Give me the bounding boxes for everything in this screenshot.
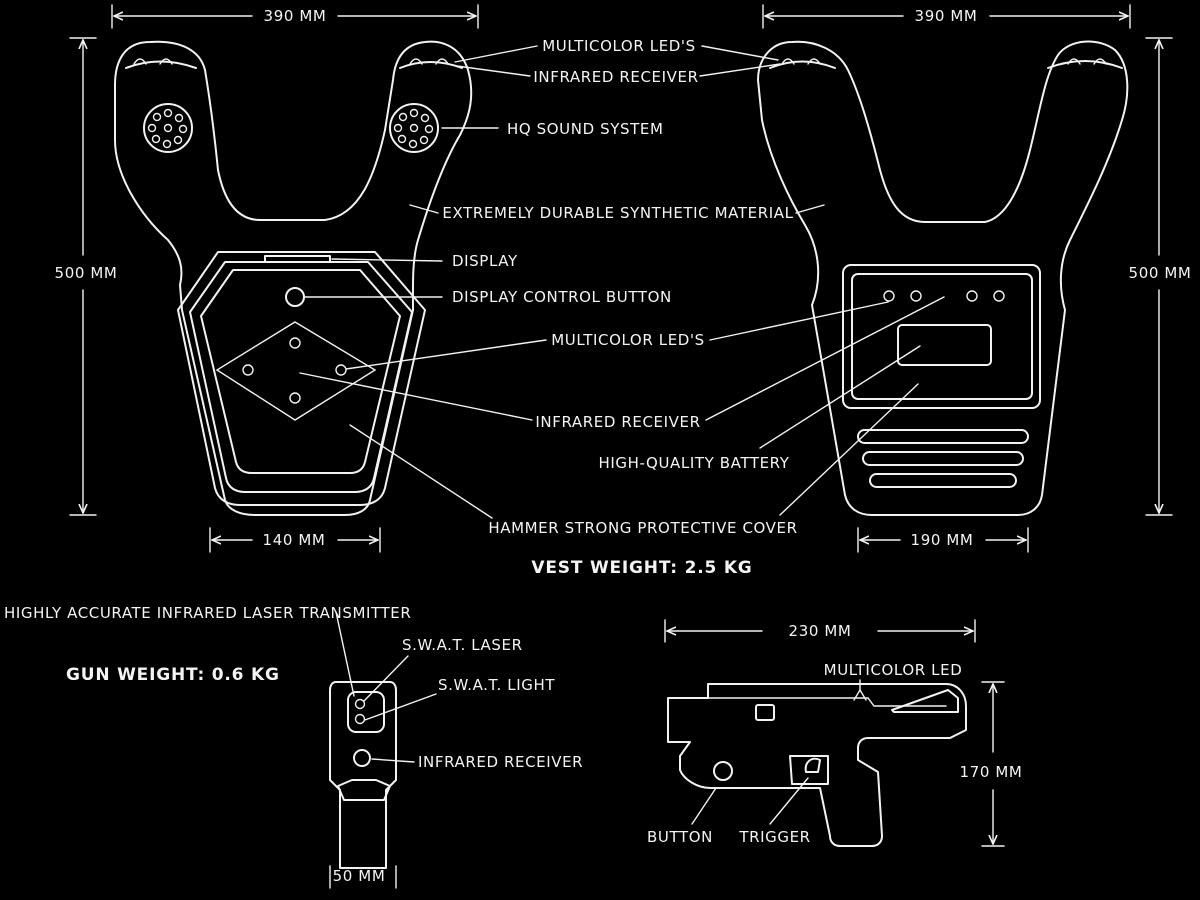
gun-length-label: 230 MM bbox=[789, 622, 852, 640]
front-cover-outer bbox=[177, 251, 426, 506]
gun-front-swat-laser bbox=[354, 698, 366, 710]
back-vent-3 bbox=[869, 473, 1017, 488]
vest-labels: MULTICOLOR LED'S INFRARED RECEIVER HQ SO… bbox=[442, 37, 797, 578]
front-right-top-leds bbox=[409, 58, 449, 65]
gun-front-view: 50 MM bbox=[329, 611, 437, 889]
gun-labels: HIGHLY ACCURATE INFRARED LASER TRANSMITT… bbox=[4, 604, 962, 846]
back-panel-width-label: 190 MM bbox=[911, 531, 974, 549]
front-cover-inner bbox=[200, 269, 401, 474]
back-left-strap-tip bbox=[769, 60, 836, 69]
front-diamond-led-right bbox=[335, 364, 347, 376]
front-display-control-button bbox=[285, 287, 305, 307]
front-diamond-led-bottom bbox=[289, 392, 301, 404]
label-swat-laser: S.W.A.T. LASER bbox=[402, 636, 523, 654]
gun-front-outline bbox=[329, 681, 397, 869]
label-gun-multicolor-led: MULTICOLOR LED bbox=[824, 661, 963, 679]
label-trigger: TRIGGER bbox=[738, 828, 810, 846]
back-panel-outer bbox=[842, 264, 1041, 409]
back-vent-1 bbox=[857, 429, 1029, 444]
front-display bbox=[264, 255, 331, 263]
label-laser-transmitter: HIGHLY ACCURATE INFRARED LASER TRANSMITT… bbox=[4, 604, 411, 622]
front-left-top-leds bbox=[133, 58, 173, 65]
front-diamond bbox=[215, 321, 377, 421]
label-hq-sound-system: HQ SOUND SYSTEM bbox=[507, 120, 664, 138]
back-vest bbox=[757, 40, 1129, 516]
back-led-3 bbox=[966, 290, 978, 302]
label-durable-material: EXTREMELY DURABLE SYNTHETIC MATERIAL bbox=[442, 204, 793, 222]
gun-side-button bbox=[713, 761, 733, 781]
back-left-top-leds bbox=[781, 58, 821, 65]
back-led-4 bbox=[993, 290, 1005, 302]
label-gun-infrared-receiver: INFRARED RECEIVER bbox=[418, 753, 583, 771]
front-left-strap-tip bbox=[125, 60, 197, 69]
back-led-1 bbox=[883, 290, 895, 302]
front-vest bbox=[114, 40, 473, 516]
front-diamond-led-left bbox=[242, 364, 254, 376]
label-multicolor-leds-top: MULTICOLOR LED'S bbox=[542, 37, 696, 55]
back-right-top-leds bbox=[1067, 58, 1107, 65]
back-right-strap-tip bbox=[1047, 60, 1123, 69]
front-diamond-led-top bbox=[289, 337, 301, 349]
vest-weight: VEST WEIGHT: 2.5 KG bbox=[531, 558, 752, 578]
gun-side-sight bbox=[755, 704, 775, 721]
label-infrared-receiver-top: INFRARED RECEIVER bbox=[533, 68, 698, 86]
label-protective-cover: HAMMER STRONG PROTECTIVE COVER bbox=[488, 519, 797, 537]
gun-front-grip-guard bbox=[337, 779, 391, 801]
vest-leader-lines bbox=[299, 45, 945, 519]
label-multicolor-leds-mid: MULTICOLOR LED'S bbox=[551, 331, 705, 349]
gun-side-barrel-slot bbox=[891, 689, 959, 713]
front-right-strap-tip bbox=[399, 61, 463, 69]
gun-side-trigger-guard bbox=[789, 755, 829, 785]
back-width-label: 390 MM bbox=[915, 7, 978, 25]
gun-side-view: 230 MM 170 MM bbox=[664, 619, 1023, 847]
label-display: DISPLAY bbox=[452, 252, 518, 270]
gun-front-swat-light bbox=[354, 713, 366, 725]
front-cover-mid bbox=[189, 261, 413, 493]
back-vent-2 bbox=[862, 451, 1024, 466]
gun-height-label: 170 MM bbox=[960, 763, 1023, 781]
label-high-quality-battery: HIGH-QUALITY BATTERY bbox=[598, 454, 789, 472]
gun-weight: GUN WEIGHT: 0.6 KG bbox=[66, 665, 280, 685]
front-vest-outline bbox=[114, 40, 473, 516]
back-height-label: 500 MM bbox=[1129, 264, 1192, 282]
front-right-speaker bbox=[389, 103, 439, 153]
label-swat-light: S.W.A.T. LIGHT bbox=[438, 676, 555, 694]
back-vest-outline bbox=[757, 40, 1129, 516]
front-left-speaker bbox=[143, 103, 193, 153]
front-panel-width-label: 140 MM bbox=[263, 531, 326, 549]
back-battery bbox=[897, 324, 992, 366]
front-width-label: 390 MM bbox=[264, 7, 327, 25]
gun-front-head bbox=[347, 691, 385, 733]
gun-side-top-rail bbox=[707, 697, 947, 707]
gun-side-trigger bbox=[804, 757, 821, 773]
front-height-label: 500 MM bbox=[55, 264, 118, 282]
label-display-control-button: DISPLAY CONTROL BUTTON bbox=[452, 288, 672, 306]
gun-front-width-label: 50 MM bbox=[333, 867, 386, 885]
label-infrared-receiver-mid: INFRARED RECEIVER bbox=[535, 413, 700, 431]
gun-front-ir-receiver bbox=[353, 749, 371, 767]
gun-side-outline bbox=[667, 683, 967, 847]
vest-dimensions: 390 MM 390 MM 500 MM 500 MM 140 MM 190 M… bbox=[55, 4, 1192, 553]
back-panel-inner bbox=[851, 273, 1033, 400]
back-led-2 bbox=[910, 290, 922, 302]
label-button: BUTTON bbox=[647, 828, 713, 846]
